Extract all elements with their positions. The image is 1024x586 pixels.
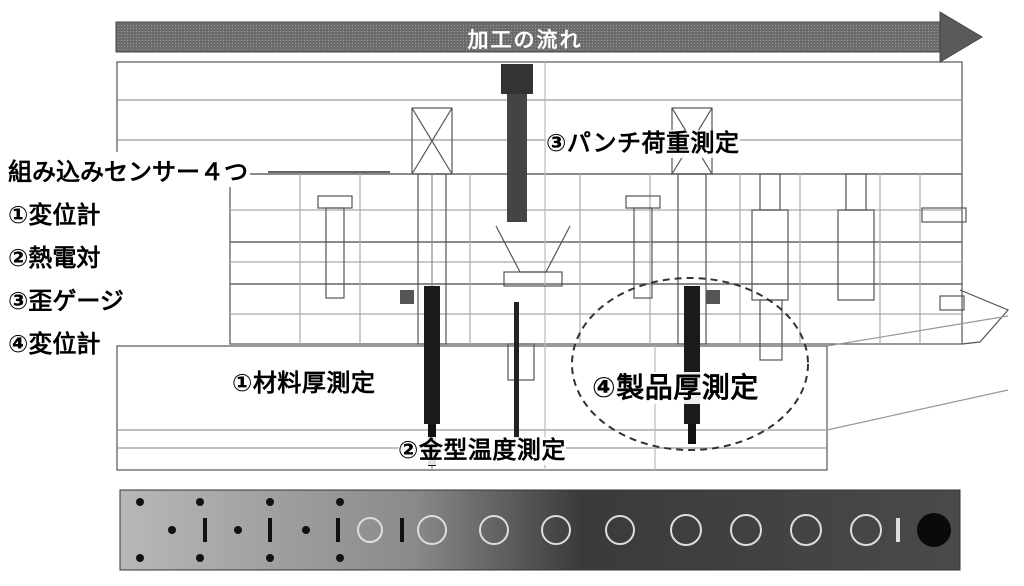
sensor-elements <box>400 64 720 466</box>
product-thickness-highlight <box>571 277 809 451</box>
die-assembly-drawing <box>116 61 1010 471</box>
sensor-item-thermocouple: ②熱電対 <box>6 238 103 273</box>
material-thickness-label: ①材料厚測定 <box>232 369 376 398</box>
sensor-item-displacement-2: ④変位計 <box>6 324 103 359</box>
process-flow-label: 加工の流れ <box>467 28 583 52</box>
process-flow-arrow <box>115 11 983 63</box>
product-thickness-label: ④製品厚測定 <box>592 371 759 405</box>
punch-load-label: ③パンチ荷重測定 <box>546 129 740 158</box>
sensor-list: 組み込みセンサー４つ ①変位計 ②熱電対 ③歪ゲージ ④変位計 <box>6 152 250 359</box>
sensor-list-title: 組み込みセンサー４つ <box>6 152 250 187</box>
mold-temperature-label: ②金型温度測定 <box>398 436 566 465</box>
sensor-item-displacement-1: ①変位計 <box>6 195 103 230</box>
sensor-item-strain-gauge: ③歪ゲージ <box>6 281 126 316</box>
strip-layout-photo <box>119 489 961 571</box>
